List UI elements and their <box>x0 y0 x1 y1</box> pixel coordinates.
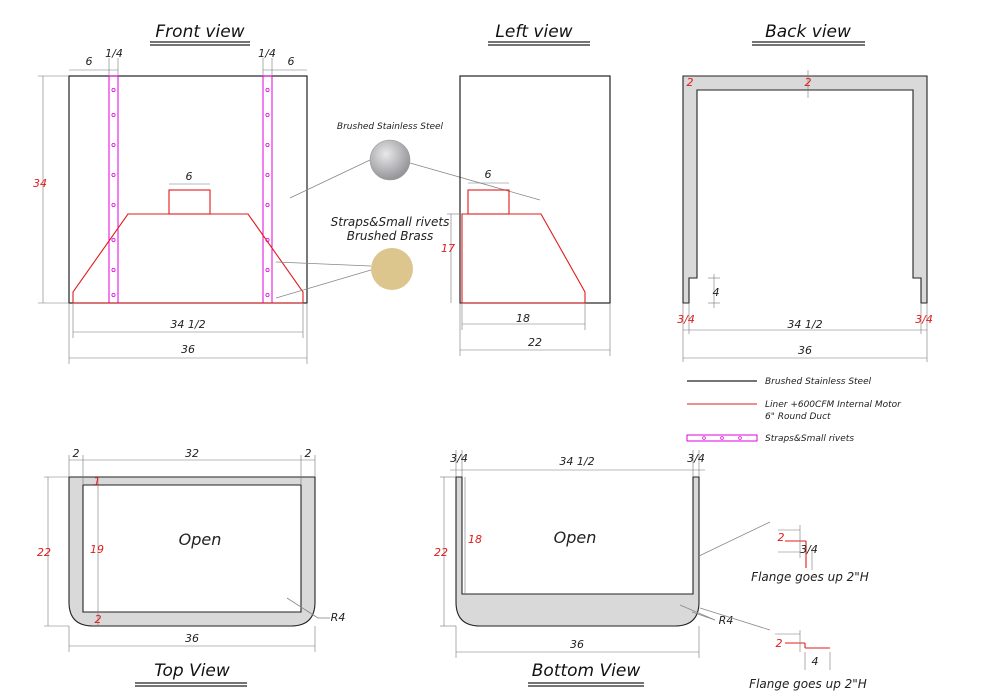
front-view: Front view 6 1/4 1/4 6 34 6 <box>33 22 308 364</box>
back-dim-left-return: 3/4 <box>677 313 695 326</box>
flange1-dim-a: 2 <box>778 531 785 544</box>
legend-straps: Straps&Small rivets <box>765 434 854 444</box>
top-dim-radius: R4 <box>331 611 346 624</box>
flange-details: 2 3/4 Flange goes up 2"H 2 4 Flange goes… <box>698 521 869 691</box>
left-dim-duct: 6 <box>485 168 492 181</box>
front-view-title: Front view <box>155 22 244 42</box>
straps-label-1: Straps&Small rivets <box>331 215 450 229</box>
top-dim-depth: 22 <box>37 546 51 559</box>
top-view: Open 2 32 2 22 1 19 2 R4 36 Top View <box>37 447 346 687</box>
back-dim-overall-width: 36 <box>798 344 812 357</box>
bottom-center-label: Open <box>554 528 597 547</box>
bottom-dim-depth: 22 <box>434 546 448 559</box>
left-dim-liner-height: 17 <box>441 242 455 255</box>
straps-label-2: Brushed Brass <box>347 229 433 243</box>
top-dim-back-wall: 1 <box>94 475 101 488</box>
top-view-title: Top View <box>154 661 230 681</box>
front-dim-overall-width: 36 <box>181 343 195 356</box>
back-dim-inner-width: 34 1/2 <box>787 318 822 331</box>
bottom-dim-inner-depth: 18 <box>468 533 482 546</box>
top-dim-width: 36 <box>185 632 199 645</box>
legend-steel: Brushed Stainless Steel <box>765 377 872 387</box>
left-duct <box>467 189 510 215</box>
bottom-view: Open 3/4 34 1/2 3/4 22 18 R4 36 Bottom V… <box>434 450 733 687</box>
back-profile <box>682 75 928 304</box>
bottom-profile <box>455 476 700 627</box>
back-dim-left-wall: 2 <box>687 76 694 89</box>
left-liner <box>461 213 586 304</box>
front-left-strap <box>108 75 119 304</box>
front-dim-left-strap: 1/4 <box>105 47 123 60</box>
material-callouts: Brushed Stainless Steel Straps&Small riv… <box>275 122 541 299</box>
front-right-strap <box>262 75 273 304</box>
front-dim-right-offset: 6 <box>288 55 295 68</box>
top-profile <box>68 476 316 627</box>
brass-swatch <box>371 248 413 290</box>
left-dim-liner-bottom: 18 <box>516 312 530 325</box>
flange1-note: Flange goes up 2"H <box>751 570 869 584</box>
steel-swatch <box>369 139 411 181</box>
legend-liner-2: 6" Round Duct <box>765 412 831 422</box>
top-dim-inner: 32 <box>185 447 199 460</box>
front-dim-duct: 6 <box>186 170 193 183</box>
flange2-note: Flange goes up 2"H <box>749 677 867 691</box>
bottom-dim-right: 3/4 <box>687 452 705 465</box>
top-center-label: Open <box>179 530 222 549</box>
front-dim-left-offset: 6 <box>86 55 93 68</box>
back-dim-right-return: 3/4 <box>915 313 933 326</box>
top-dim-front-wall: 2 <box>95 613 102 626</box>
left-view-title: Left view <box>495 22 572 42</box>
top-dim-right: 2 <box>305 447 312 460</box>
left-dim-overall-depth: 22 <box>528 336 542 349</box>
bottom-dim-inner: 34 1/2 <box>559 455 594 468</box>
back-view-title: Back view <box>765 22 851 42</box>
back-dim-top-wall: 2 <box>805 76 812 89</box>
top-dim-inner-depth: 19 <box>90 543 104 556</box>
back-view: Back view 2 2 4 3/4 34 1/2 3/4 36 <box>677 22 933 362</box>
top-dim-left: 2 <box>73 447 80 460</box>
bottom-dim-left: 3/4 <box>450 452 468 465</box>
front-dim-height: 34 <box>33 177 47 190</box>
front-dim-right-strap: 1/4 <box>258 47 276 60</box>
flange1-dim-b: 3/4 <box>800 543 818 556</box>
legend-straps-swatch <box>686 434 758 442</box>
front-duct <box>168 189 211 215</box>
left-view: Left view 6 17 18 22 <box>441 22 611 356</box>
legend: Brushed Stainless Steel Liner +600CFM In… <box>686 377 902 444</box>
steel-label: Brushed Stainless Steel <box>337 122 444 132</box>
back-dim-notch: 4 <box>713 286 720 299</box>
bottom-dim-width: 36 <box>570 638 584 651</box>
legend-liner-1: Liner +600CFM Internal Motor <box>765 400 902 410</box>
flange2-dim-b: 4 <box>812 655 819 668</box>
front-dim-liner-width: 34 1/2 <box>170 318 205 331</box>
flange2-dim-a: 2 <box>776 637 783 650</box>
front-liner <box>72 213 304 304</box>
bottom-view-title: Bottom View <box>532 661 641 681</box>
